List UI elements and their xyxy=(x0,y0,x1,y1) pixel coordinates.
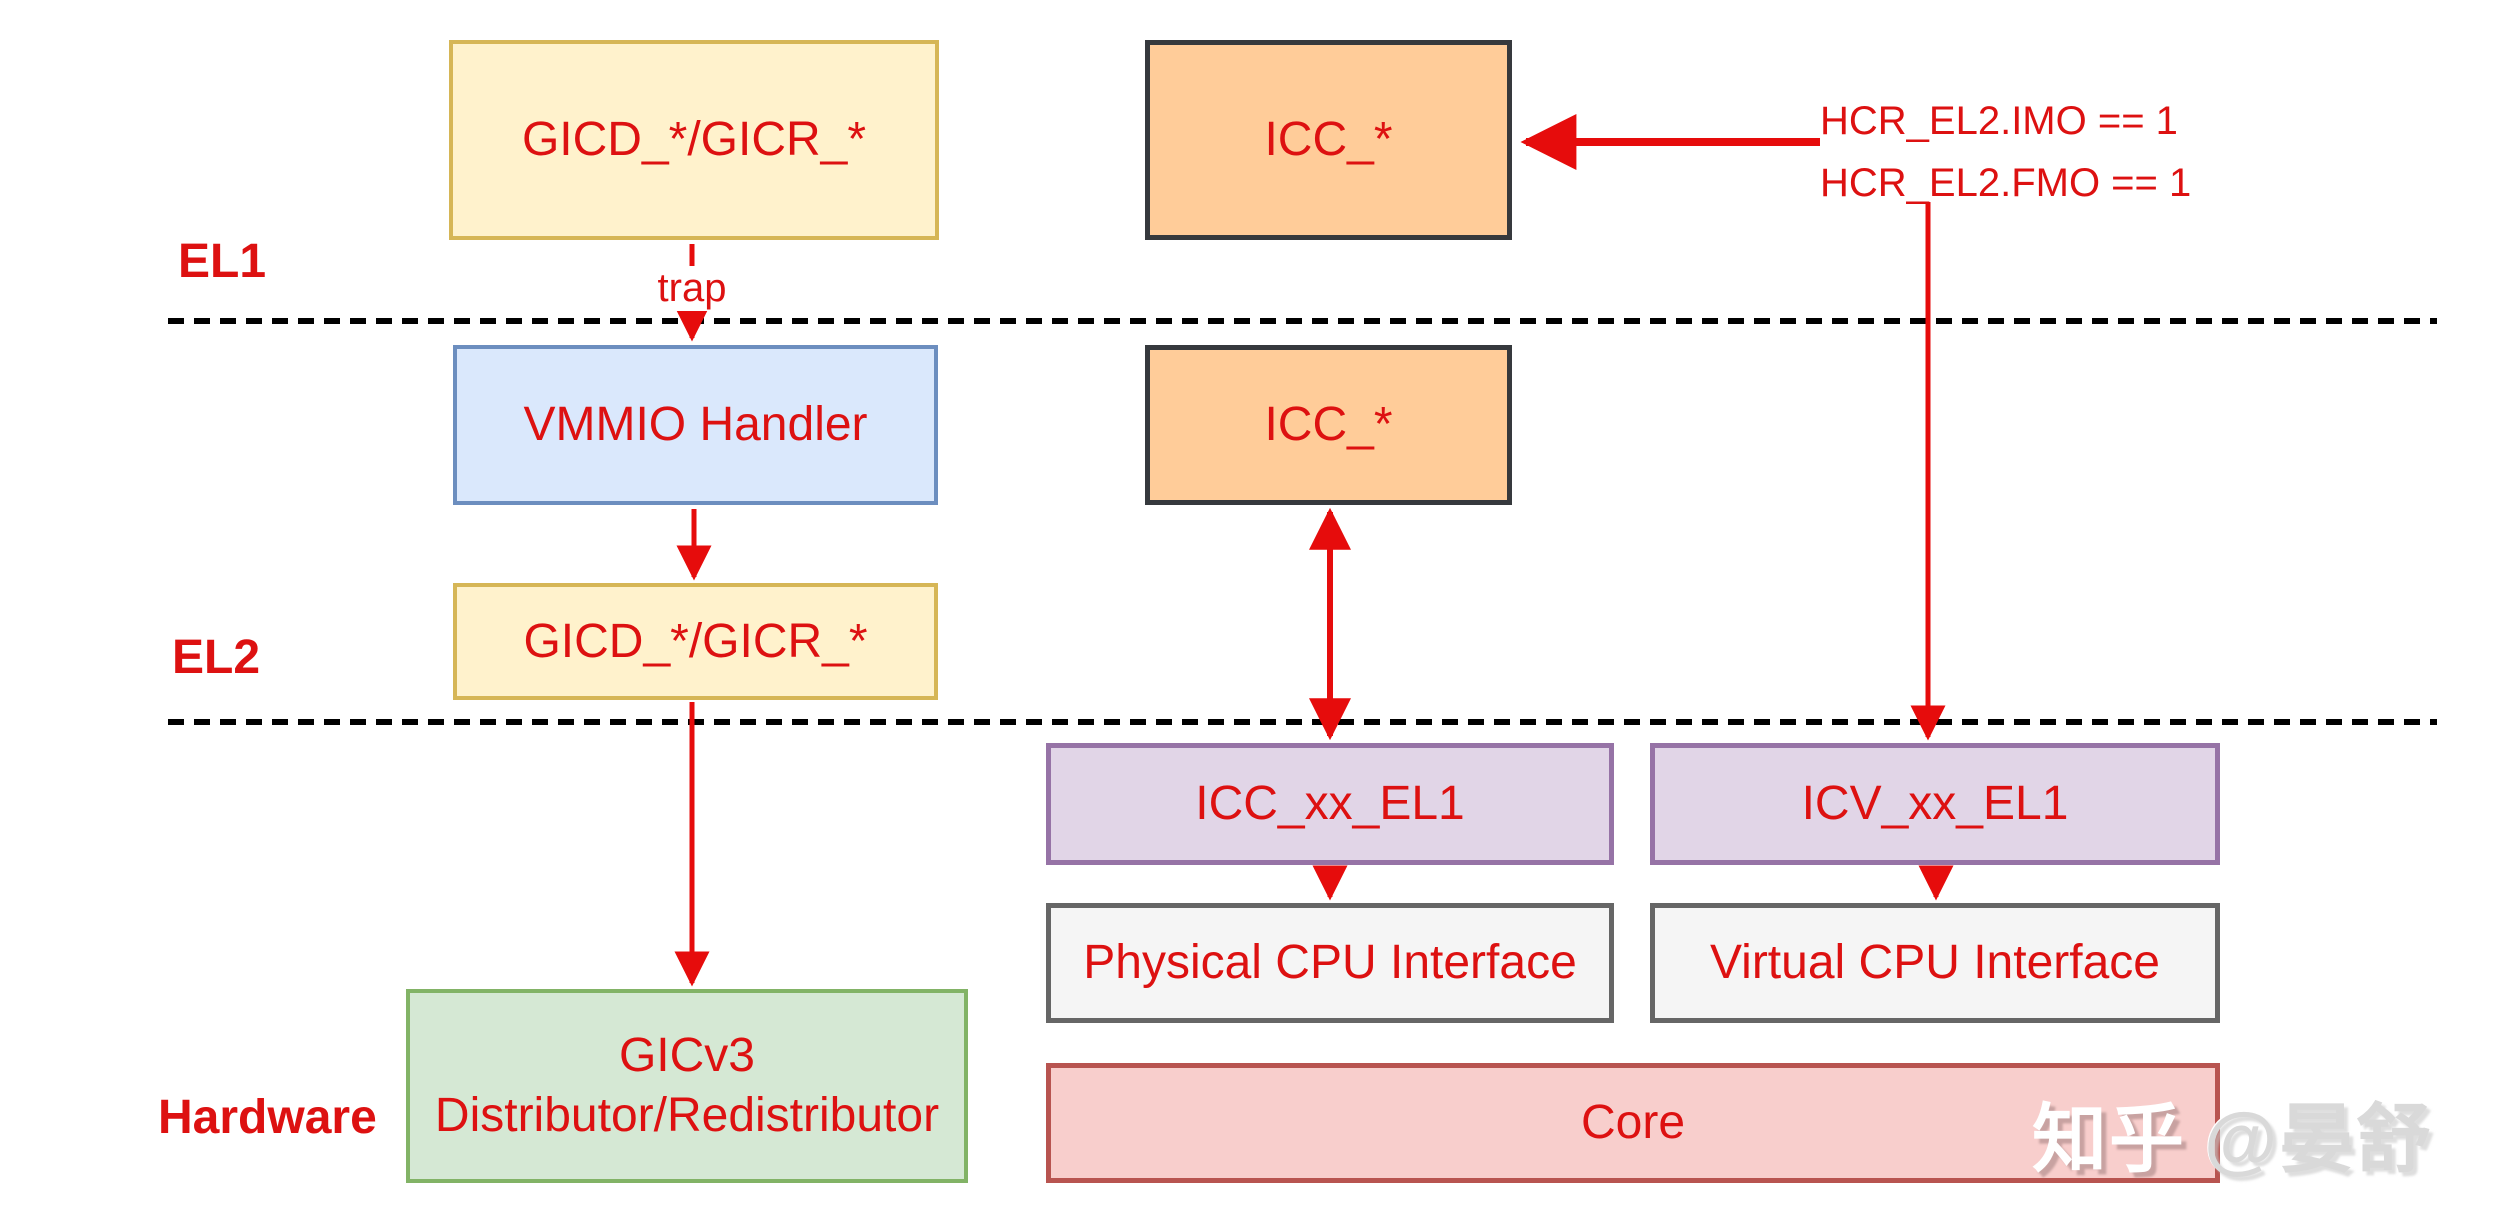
box-gicd-gicr-el1-label: GICD_*/GICR_* xyxy=(521,113,867,166)
box-core: Core xyxy=(1046,1063,2220,1183)
level-label-el2: EL2 xyxy=(172,631,261,684)
box-gicd-gicr-el2: GICD_*/GICR_* xyxy=(453,583,938,700)
box-icv-xx-el1: ICV_xx_EL1 xyxy=(1650,743,2220,865)
watermark-brand: 知乎 xyxy=(2032,1097,2187,1181)
box-physical-cpu-interface-label: Physical CPU Interface xyxy=(1083,936,1577,989)
box-icc-el2: ICC_* xyxy=(1145,345,1512,505)
box-core-label: Core xyxy=(1580,1096,1686,1149)
hcr-imo-text: HCR_EL2.IMO == 1 xyxy=(1820,99,2178,143)
box-icc-el1-label: ICC_* xyxy=(1264,113,1393,166)
watermark-user: @晏舒 xyxy=(2204,1097,2434,1181)
trap-annotation: trap xyxy=(649,266,735,311)
box-icc-xx-el1-label: ICC_xx_EL1 xyxy=(1195,777,1465,830)
box-gicd-gicr-el2-label: GICD_*/GICR_* xyxy=(523,614,868,668)
box-gicd-gicr-el1: GICD_*/GICR_* xyxy=(449,40,939,240)
box-gicv3-distributor: GICv3 Distributor/Redistributor xyxy=(406,989,968,1183)
box-vmmio-handler: VMMIO Handler xyxy=(453,345,938,505)
box-physical-cpu-interface: Physical CPU Interface xyxy=(1046,903,1614,1023)
box-vmmio-handler-label: VMMIO Handler xyxy=(523,398,868,451)
box-virtual-cpu-interface: Virtual CPU Interface xyxy=(1650,903,2220,1023)
level-label-hardware: Hardware xyxy=(158,1091,377,1144)
box-icc-xx-el1: ICC_xx_EL1 xyxy=(1046,743,1614,865)
gicv3-line1: GICv3 xyxy=(618,1029,755,1082)
box-virtual-cpu-interface-label: Virtual CPU Interface xyxy=(1710,936,2160,989)
level-label-el1: EL1 xyxy=(178,235,267,288)
box-icc-el2-label: ICC_* xyxy=(1264,398,1393,451)
gicv3-line2: Distributor/Redistributor xyxy=(434,1089,940,1142)
hcr-fmo-text: HCR_EL2.FMO == 1 xyxy=(1820,161,2192,205)
box-gicv3-distributor-text: GICv3 Distributor/Redistributor xyxy=(435,1026,939,1146)
watermark: 知乎@晏舒 xyxy=(2032,1078,2433,1187)
box-icv-xx-el1-label: ICV_xx_EL1 xyxy=(1801,777,2069,830)
box-icc-el1: ICC_* xyxy=(1145,40,1512,240)
hcr-annotation: HCR_EL2.IMO == 1 HCR_EL2.FMO == 1 xyxy=(1820,90,2191,214)
